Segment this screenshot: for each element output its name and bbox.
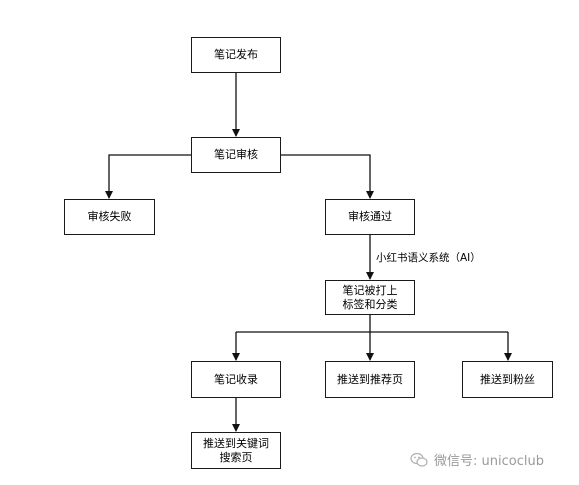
node-note-review: 笔记审核 [191,137,281,173]
node-push-recommend: 推送到推荐页 [325,361,415,398]
node-review-fail: 审核失败 [64,199,155,235]
watermark-text: 微信号: unicoclub [434,454,544,469]
edge-review-pass [281,154,374,199]
node-note-publish: 笔记发布 [191,37,281,73]
edge-review-fail [105,154,191,199]
watermark: 微信号: unicoclub [410,450,544,469]
edge-label-semantic-ai: 小红书语义系统（AI） [375,251,482,265]
wechat-icon [410,452,428,467]
node-review-pass: 审核通过 [325,199,415,235]
node-push-keyword-search: 推送到关键词 搜索页 [191,432,281,469]
node-push-fans: 推送到粉丝 [462,361,553,398]
node-note-indexed: 笔记收录 [191,361,281,398]
node-note-tagged: 笔记被打上 标签和分类 [325,280,415,315]
